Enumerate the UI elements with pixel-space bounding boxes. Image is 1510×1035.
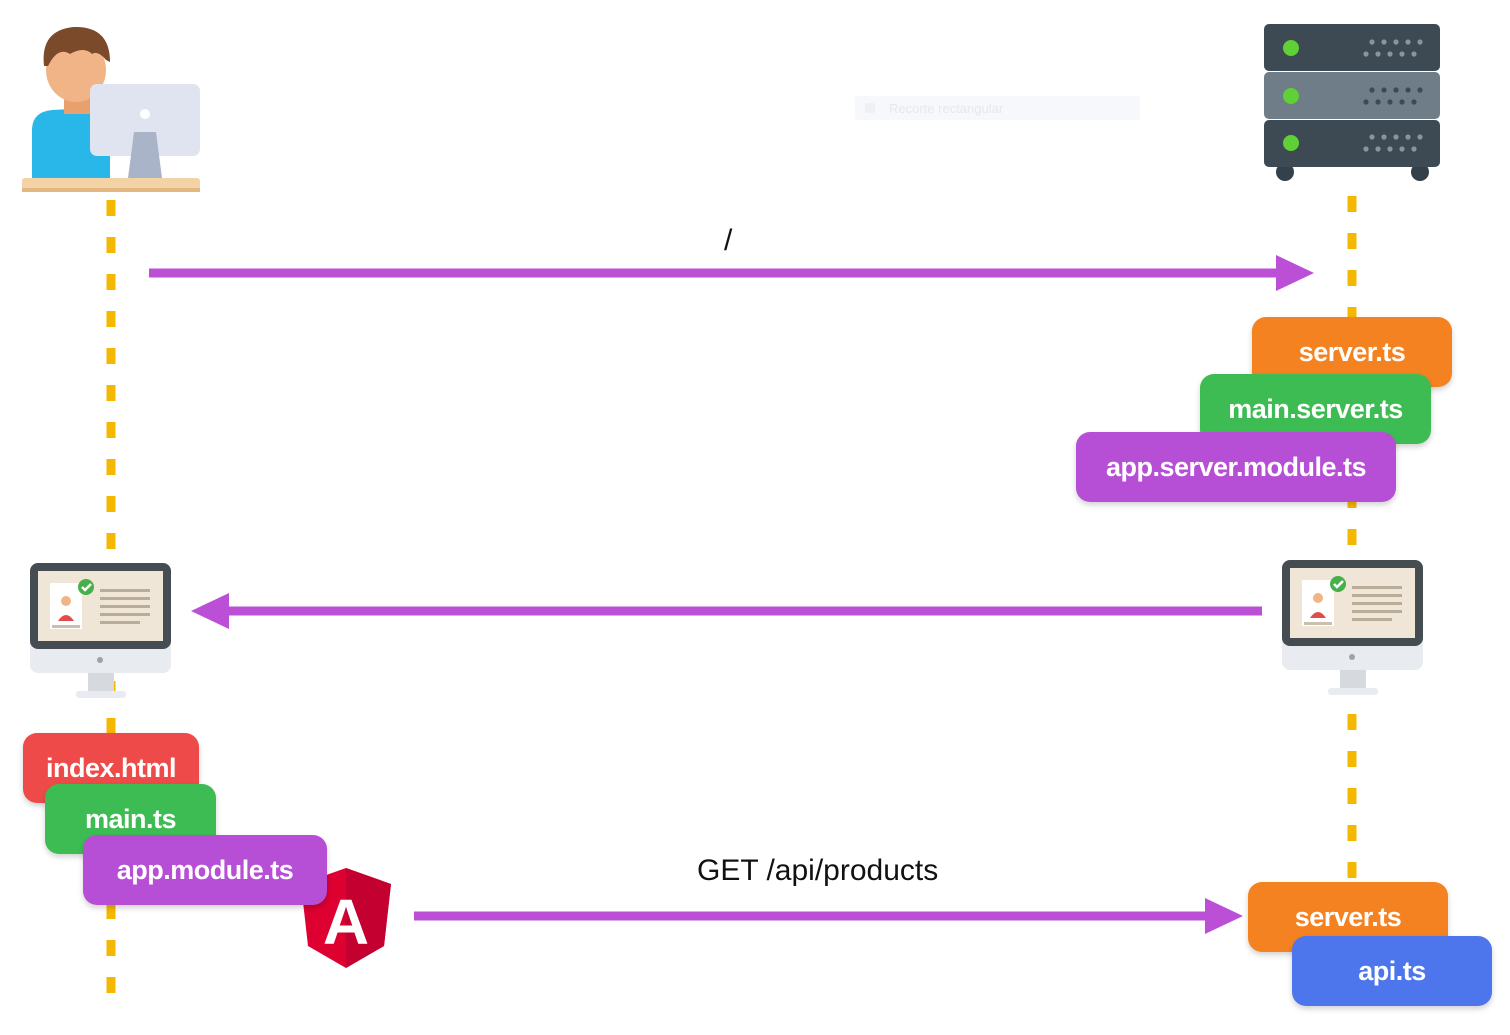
- request-label-root: /: [724, 224, 733, 257]
- rectangle-crop-icon: [865, 103, 875, 113]
- faded-tooltip: Recorte rectangular: [855, 96, 1140, 120]
- angular-logo-letter: A: [323, 886, 369, 958]
- response-arrow-page: [191, 593, 1262, 629]
- rendered-page-monitor-icon-left: [30, 563, 171, 698]
- server-rack-icon: [1264, 24, 1440, 181]
- request-arrow-root: [149, 255, 1314, 291]
- client-file-chip-app-module-ts: app.module.ts: [83, 835, 327, 905]
- faded-tooltip-label: Recorte rectangular: [889, 100, 1004, 116]
- rendered-page-monitor-icon-right: [1282, 560, 1423, 695]
- request-arrow-api: [414, 898, 1243, 934]
- request-label-api: GET /api/products: [697, 854, 939, 887]
- api-file-chip-api-ts: api.ts: [1292, 936, 1492, 1006]
- user-at-computer-icon: [22, 26, 200, 192]
- server-file-chip-app-server-module-ts: app.server.module.ts: [1076, 432, 1396, 502]
